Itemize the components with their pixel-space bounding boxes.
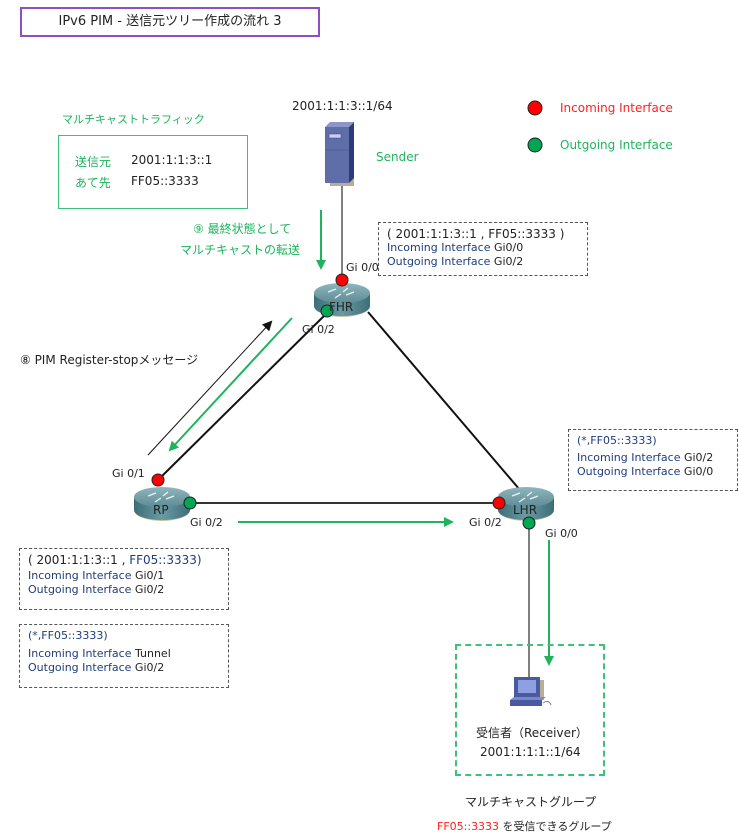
traffic-heading: マルチキャストトラフィック (62, 113, 205, 126)
rp-if-out-label: Gi 0/2 (190, 516, 223, 529)
router-name-lhr: LHR (513, 503, 538, 517)
lhr-if-in-label: Gi 0/2 (469, 516, 502, 529)
rp-if-in-label: Gi 0/1 (112, 467, 145, 480)
group-address: FF05::3333 (437, 820, 500, 833)
legend-outgoing-label: Outgoing Interface (560, 138, 673, 152)
lhr-incoming-dot (492, 496, 506, 510)
lhr-if-out-label: Gi 0/0 (545, 527, 578, 540)
rp-outgoing-dot (183, 496, 197, 510)
lhr-in-value: Gi0/2 (683, 451, 714, 464)
diagram-title: IPv6 PIM - 送信元ツリー作成の流れ 3 (20, 7, 320, 37)
mroute-table-rp-starg: (*,FF05::3333) Incoming Interface Tunnel… (19, 624, 229, 688)
group-suffix: を受信できるグループ (499, 820, 612, 833)
link-fhr-lhr (367, 311, 521, 491)
step9-line1: ⑨ 最終状態として (193, 222, 292, 236)
server-icon (325, 122, 354, 186)
rp-starg-in-label: Incoming Interface (28, 647, 132, 660)
router-name-rp: RP (153, 503, 169, 517)
rp-starg-entry: (*,FF05::3333) (28, 629, 108, 642)
rp-starg-out-label: Outgoing Interface (28, 661, 132, 674)
fhr-in-label: Incoming Interface (387, 241, 491, 254)
arrow-fhr-to-rp (168, 317, 293, 452)
rp-starg-out-value: Gi0/2 (134, 661, 165, 674)
rp-sg-in-value: Gi0/1 (134, 569, 165, 582)
lhr-out-value: Gi0/0 (683, 465, 714, 478)
mroute-table-fhr: ( 2001:1:1:3::1 , FF05::3333 ) Incoming … (378, 222, 588, 276)
legend-outgoing-dot (527, 137, 543, 153)
traffic-box: 送信元 2001:1:1:3::1 あて先 FF05::3333 (58, 135, 248, 209)
lhr-outgoing-dot (522, 516, 536, 530)
step8-label: ⑧ PIM Register-stopメッセージ (20, 353, 199, 367)
fhr-out-value: Gi0/2 (493, 255, 524, 268)
lhr-entry: (*,FF05::3333) (577, 434, 657, 447)
router-icon-lhr[interactable] (498, 487, 554, 521)
sender-label: Sender (376, 150, 419, 164)
step9-line2: マルチキャストの転送 (180, 243, 301, 257)
receiver-group-box (455, 644, 605, 776)
legend-incoming-label: Incoming Interface (560, 101, 673, 115)
lhr-in-label: Incoming Interface (577, 451, 681, 464)
group-description: FF05::3333 を受信できるグループ (437, 818, 612, 834)
traffic-dest-value: FF05::3333 (131, 174, 199, 188)
fhr-entry: ( 2001:1:1:3::1 , FF05::3333 ) (387, 227, 565, 241)
sender-address: 2001:1:1:3::1/64 (292, 99, 393, 113)
traffic-source-value: 2001:1:1:3::1 (131, 153, 213, 167)
rp-sg-source: ( 2001:1:1:3::1 , (28, 553, 130, 567)
legend-incoming-dot (527, 100, 543, 116)
fhr-in-value: Gi0/0 (493, 241, 524, 254)
fhr-outgoing-dot (320, 304, 334, 318)
fhr-if-out-label: Gi 0/2 (302, 323, 335, 336)
rp-sg-out-value: Gi0/2 (134, 583, 165, 596)
group-title: マルチキャストグループ (465, 795, 597, 809)
receiver-address: 2001:1:1:1::1/64 (480, 745, 581, 759)
pc-icon (510, 677, 552, 706)
arrow-register-stop (147, 320, 273, 456)
mroute-table-rp-sg: ( 2001:1:1:3::1 , FF05::3333) Incoming I… (19, 548, 229, 610)
fhr-if-in-label: Gi 0/0 (346, 261, 379, 274)
router-name-fhr: FHR (329, 300, 354, 314)
fhr-out-label: Outgoing Interface (387, 255, 491, 268)
router-icon-rp[interactable] (134, 487, 190, 521)
traffic-source-label: 送信元 (75, 155, 112, 169)
traffic-dest-label: あて先 (75, 176, 111, 190)
rp-sg-in-label: Incoming Interface (28, 569, 132, 582)
rp-sg-group: FF05::3333) (129, 553, 202, 567)
rp-incoming-dot (151, 473, 165, 487)
rp-starg-in-value: Tunnel (134, 647, 171, 660)
receiver-label: 受信者（Receiver） (476, 726, 588, 740)
lhr-out-label: Outgoing Interface (577, 465, 681, 478)
link-fhr-rp (157, 311, 329, 481)
rp-sg-out-label: Outgoing Interface (28, 583, 132, 596)
fhr-incoming-dot (335, 273, 349, 287)
mroute-table-lhr: (*,FF05::3333) Incoming Interface Gi0/2 … (568, 429, 738, 491)
